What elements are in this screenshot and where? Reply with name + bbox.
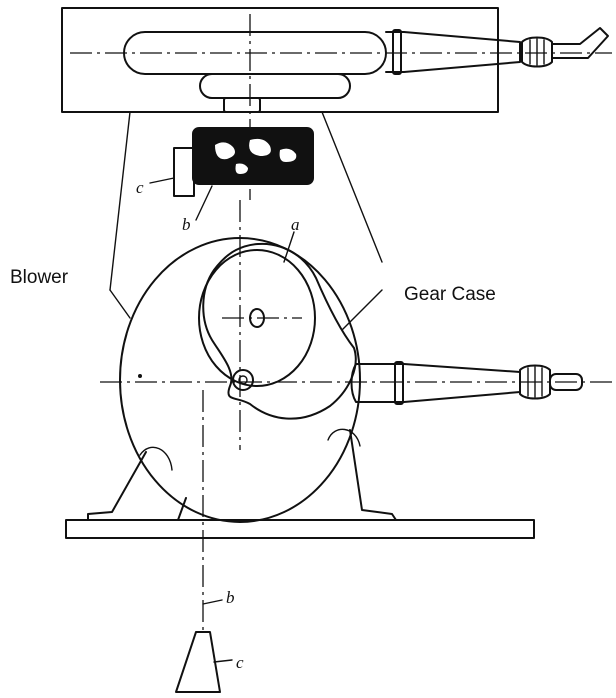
gear-case-label: Gear Case [404, 284, 496, 305]
lower-hub [232, 369, 254, 391]
projection-line-right [321, 111, 383, 263]
rotor-circle [198, 249, 316, 387]
top-housing-frame [61, 7, 499, 113]
blower-label: Blower [10, 267, 69, 288]
leader-b-bottom [202, 599, 223, 605]
motor-block-highlights [215, 138, 297, 174]
projection-line-left [109, 111, 131, 291]
base-plate [65, 519, 535, 539]
front-view [65, 200, 612, 632]
leader-b-top [195, 185, 213, 221]
dot-marker [138, 374, 142, 378]
blower-leader [109, 289, 131, 319]
label-b-bottom: b [226, 588, 235, 607]
gear-case-profile [202, 242, 357, 420]
left-foot [87, 451, 187, 521]
front-shaft [350, 363, 521, 403]
lower-hub-inner [238, 375, 248, 385]
top-lower-roller [199, 73, 351, 99]
leader-c-bottom [213, 659, 233, 663]
front-nozzle-tip [549, 373, 583, 391]
top-view [61, 7, 612, 263]
bottom-cone-c [175, 631, 221, 693]
front-nut [519, 364, 551, 400]
top-tapered-shaft [385, 31, 521, 73]
top-coupling [223, 97, 261, 113]
side-box-c [173, 147, 195, 197]
leader-c-top [149, 177, 175, 184]
label-a: a [291, 215, 300, 234]
top-bent-nozzle [551, 27, 609, 59]
left-foot-arc [139, 446, 173, 471]
front-shaft-collar [394, 361, 404, 405]
top-nut [521, 36, 553, 68]
gear-case-leader [341, 289, 383, 331]
top-shaft-collar [392, 29, 402, 75]
label-c-bottom: c [236, 653, 244, 672]
label-c-top: c [136, 178, 144, 197]
right-foot-arc [327, 428, 361, 447]
leader-a [283, 231, 295, 263]
right-foot [341, 429, 397, 521]
label-b-top: b [182, 215, 191, 234]
